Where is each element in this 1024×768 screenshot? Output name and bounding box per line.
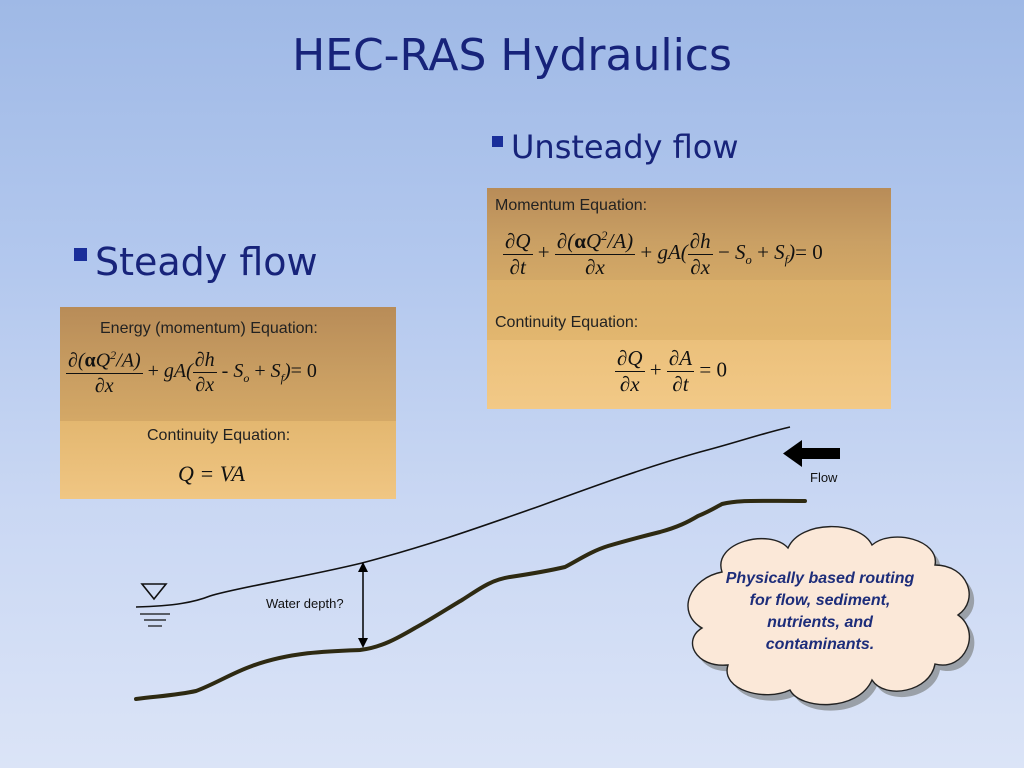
callout-cloud xyxy=(687,525,975,711)
energy-equation-label: Energy (momentum) Equation: xyxy=(100,320,318,337)
callout-text: Physically based routing for flow, sedim… xyxy=(725,570,915,653)
unsteady-equations-box: Momentum Equation: ∂Q∂t + ∂(αQ2/A)∂x + g… xyxy=(487,188,891,409)
water-level-icon xyxy=(140,583,170,627)
continuity-equation: ∂Q∂x + ∂A∂t = 0 xyxy=(615,346,727,396)
energy-equation: ∂(αQ2/A)∂x + gA(∂h∂x - So + Sf)= 0 xyxy=(66,348,317,397)
steady-equations-box: Energy (momentum) Equation: ∂(αQ2/A)∂x +… xyxy=(60,307,396,499)
momentum-equation: ∂Q∂t + ∂(αQ2/A)∂x + gA(∂h∂x − So + Sf)= … xyxy=(503,228,823,279)
bullet-steady-label: Steady flow xyxy=(95,240,318,284)
energy-equation-tail: = 0 xyxy=(290,359,317,382)
river-bed-line xyxy=(134,498,807,701)
bullet-square-icon xyxy=(74,247,87,261)
steady-continuity-label: Continuity Equation: xyxy=(147,427,291,444)
bullet-steady-flow: Steady flow xyxy=(74,240,318,284)
flow-label: Flow xyxy=(810,470,838,485)
double-arrow-icon xyxy=(358,562,368,648)
continuity-equation-tail: = 0 xyxy=(699,357,727,382)
bullet-unsteady-flow: Unsteady flow xyxy=(492,128,739,166)
momentum-equation-label: Momentum Equation: xyxy=(495,197,648,214)
water-depth-label: Water depth? xyxy=(266,596,344,611)
continuity-equation-label: Continuity Equation: xyxy=(495,314,639,331)
water-surface-line xyxy=(135,426,791,608)
steady-continuity-equation: Q = VA xyxy=(178,461,245,486)
bullet-square-icon xyxy=(492,135,503,147)
flow-arrow-icon xyxy=(783,440,840,467)
bullet-unsteady-label: Unsteady flow xyxy=(511,128,739,166)
slide-title: HEC-RAS Hydraulics xyxy=(292,30,732,81)
momentum-equation-tail: = 0 xyxy=(795,239,823,264)
